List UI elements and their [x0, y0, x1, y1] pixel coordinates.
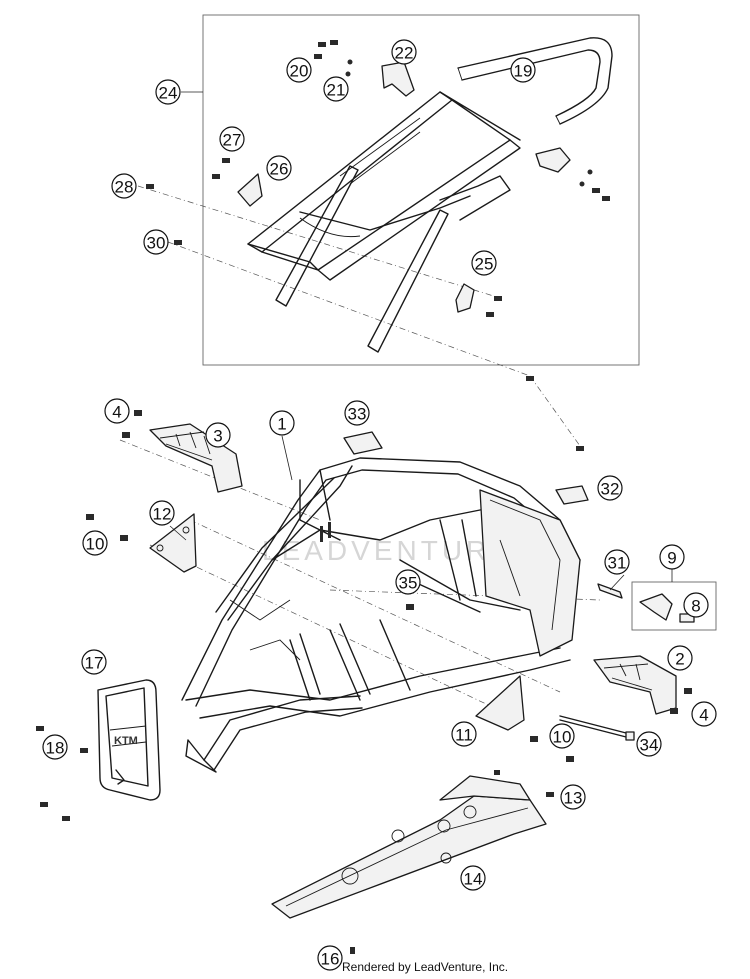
svg-text:KTM: KTM: [114, 735, 138, 747]
callout-number: 10: [86, 535, 105, 554]
long-bolt: [559, 715, 635, 741]
upper-bracket: [381, 61, 571, 173]
callout-number: 27: [223, 131, 242, 150]
right-footpeg: [593, 655, 677, 715]
skid-plate: [271, 775, 547, 919]
callout-22: 22: [391, 39, 417, 65]
grab-handle: [457, 37, 613, 125]
callout-number: 26: [270, 160, 289, 179]
heel-guard-kit-box: [631, 581, 717, 631]
callout-33: 33: [344, 400, 370, 426]
callout-16: 16: [317, 945, 343, 971]
callout-35: 35: [395, 569, 421, 595]
heel-guard: [597, 583, 695, 623]
callout-25: 25: [471, 250, 497, 276]
callout-10: 10: [549, 723, 575, 749]
callout-4: 4: [691, 701, 717, 727]
callout-21: 21: [323, 76, 349, 102]
callout-number: 12: [153, 505, 172, 524]
callout-number: 34: [640, 736, 659, 755]
callout-4: 4: [104, 398, 130, 424]
watermark: LEADVENTURE: [262, 535, 513, 566]
callout-26: 26: [266, 155, 292, 181]
callout-20: 20: [286, 57, 312, 83]
callout-number: 3: [213, 427, 222, 446]
callout-18: 18: [42, 734, 68, 760]
callout-number: 16: [321, 950, 340, 969]
callout-number: 31: [608, 554, 627, 573]
callout-number: 1: [277, 415, 286, 434]
callout-24: 24: [155, 79, 181, 105]
callout-number: 35: [399, 574, 418, 593]
callout-number: 14: [464, 870, 483, 889]
subframe-kit-box: [202, 14, 640, 366]
callout-30: 30: [143, 229, 169, 255]
callout-14: 14: [460, 865, 486, 891]
callout-number: 4: [112, 403, 121, 422]
main-frame: [181, 457, 581, 773]
callout-number: 30: [147, 234, 166, 253]
callout-number: 13: [564, 789, 583, 808]
callout-19: 19: [510, 57, 536, 83]
callout-1: 1: [269, 410, 295, 436]
callout-number: 9: [667, 549, 676, 568]
left-plate: [149, 513, 197, 573]
right-plate: [475, 675, 525, 731]
callout-number: 11: [455, 726, 473, 745]
callout-number: 17: [85, 654, 104, 673]
callout-2: 2: [667, 645, 693, 671]
callout-13: 13: [560, 784, 586, 810]
callout-number: 10: [553, 728, 572, 747]
callout-number: 33: [348, 405, 367, 424]
alignment-lines: [119, 185, 601, 721]
callout-12: 12: [149, 500, 175, 526]
callout-number: 4: [699, 706, 708, 725]
callout-3: 3: [205, 422, 231, 448]
subframe: [247, 91, 521, 353]
callout-number: 25: [475, 255, 494, 274]
callout-11: 11: [451, 721, 477, 747]
subframe-brackets: [237, 173, 475, 313]
callout-17: 17: [81, 649, 107, 675]
callout-number: 2: [675, 650, 684, 669]
callout-31: 31: [604, 549, 630, 575]
callout-number: 32: [601, 480, 620, 499]
callout-number: 22: [395, 44, 414, 63]
callout-number: 8: [691, 597, 700, 616]
fasteners: [36, 40, 692, 954]
front-bumper: KTM: [97, 679, 161, 801]
callout-10: 10: [82, 530, 108, 556]
left-footpeg: [149, 423, 243, 493]
callout-number: 20: [290, 62, 309, 81]
callout-34: 34: [636, 731, 662, 757]
callout-28: 28: [111, 173, 137, 199]
frame-pads: [343, 431, 589, 505]
footer-credit: Rendered by LeadVenture, Inc.: [342, 960, 509, 974]
callout-number: 18: [46, 739, 65, 758]
callout-number: 28: [115, 178, 134, 197]
callout-number: 19: [514, 62, 533, 81]
callout-27: 27: [219, 126, 245, 152]
callout-leaders: [169, 435, 625, 591]
callout-number: 24: [159, 84, 178, 103]
callout-32: 32: [597, 475, 623, 501]
callout-number: 21: [327, 81, 346, 100]
callout-8: 8: [683, 592, 709, 618]
callout-9: 9: [659, 544, 685, 570]
